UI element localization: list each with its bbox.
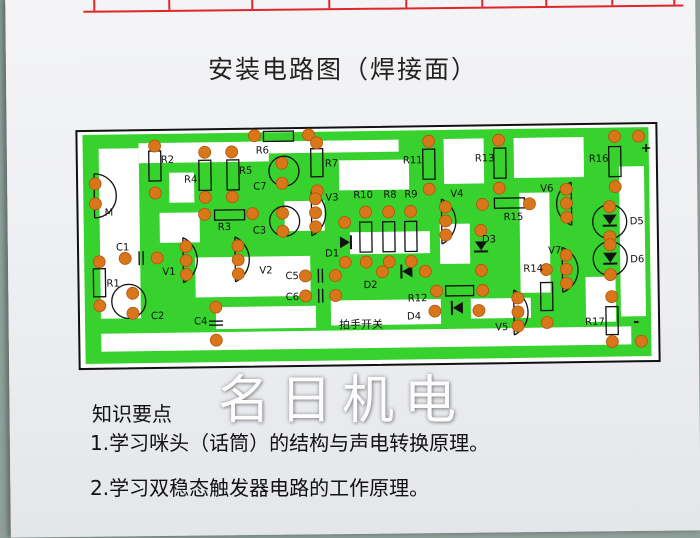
label-R10: R10 bbox=[353, 190, 373, 201]
label-V5: V5 bbox=[495, 322, 508, 333]
label-C6: C6 bbox=[286, 292, 300, 303]
label-R1: R1 bbox=[106, 278, 119, 289]
label-D1: D1 bbox=[325, 248, 339, 259]
label-V3: V3 bbox=[325, 192, 338, 203]
label-V4: V4 bbox=[450, 189, 463, 200]
label-D4: D4 bbox=[407, 311, 421, 322]
knowledge-heading: 知识要点 bbox=[92, 398, 172, 427]
label-R16: R16 bbox=[589, 154, 609, 165]
label-M: M bbox=[104, 208, 113, 219]
label-C2: C2 bbox=[151, 311, 165, 322]
plus-terminal-label: + bbox=[641, 141, 652, 156]
label-R13: R13 bbox=[475, 153, 495, 164]
label-C1: C1 bbox=[116, 242, 130, 253]
label-R3: R3 bbox=[218, 222, 231, 233]
label-R5: R5 bbox=[239, 166, 252, 177]
label-C4: C4 bbox=[194, 316, 208, 327]
label-V2: V2 bbox=[259, 265, 272, 276]
label-R8: R8 bbox=[383, 190, 396, 201]
knowledge-point-2: 2.学习双稳态触发器电路的工作原理。 bbox=[90, 472, 429, 501]
label-R11: R11 bbox=[403, 155, 423, 166]
label-R9: R9 bbox=[404, 189, 417, 200]
label-C5: C5 bbox=[285, 271, 299, 282]
label-R17: R17 bbox=[585, 317, 605, 328]
label-D2: D2 bbox=[363, 280, 377, 291]
label-R12: R12 bbox=[408, 293, 428, 304]
label-V6: V6 bbox=[540, 183, 553, 194]
label-D6: D6 bbox=[630, 254, 644, 265]
knowledge-point-1: 1.学习咪头（话筒）的结构与声电转换原理。 bbox=[90, 427, 489, 456]
label-D3: D3 bbox=[482, 234, 496, 245]
label-V7: V7 bbox=[548, 245, 561, 256]
label-R14: R14 bbox=[523, 264, 543, 275]
label-C7: C7 bbox=[253, 181, 267, 192]
label-V1: V1 bbox=[162, 267, 175, 278]
label-R4: R4 bbox=[184, 174, 197, 185]
label-R2: R2 bbox=[161, 155, 174, 166]
minus-terminal-label: - bbox=[633, 312, 639, 330]
label-R6: R6 bbox=[256, 145, 269, 156]
label-R7: R7 bbox=[325, 158, 338, 169]
label-R15: R15 bbox=[504, 212, 524, 223]
label-D5: D5 bbox=[630, 216, 644, 227]
label-clap-switch: 拍手开关 bbox=[339, 317, 383, 332]
label-C3: C3 bbox=[253, 225, 267, 236]
watermark: 名日机电 bbox=[218, 358, 466, 433]
